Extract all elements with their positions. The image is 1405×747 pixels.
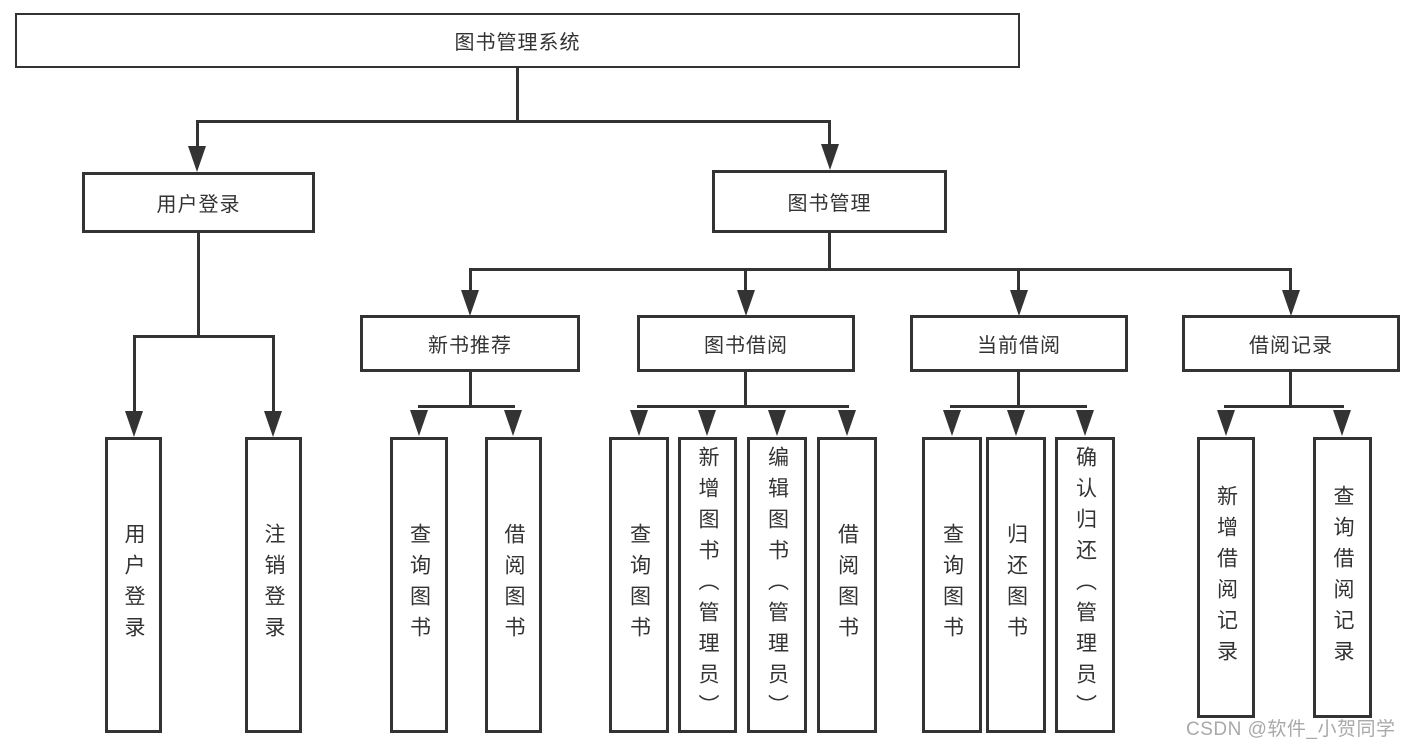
csdn-watermark: CSDN @软件_小贺同学 [1186,719,1396,740]
leaf-label: 归还图书 [1004,523,1028,647]
leaf-label: 确认归还（管理员） [1073,445,1097,725]
arrowhead-down [504,410,522,436]
arrowhead-down [264,411,282,437]
node-book-borrowing: 图书借阅 [637,315,855,372]
connector-vline [469,268,472,293]
arrowhead-down [1007,410,1025,436]
node-library-management-system: 图书管理系统 [15,13,1020,68]
leaf-label: 注销登录 [262,523,285,647]
leaf-records-add-borrow-record: 新增借阅记录 [1197,437,1255,718]
leaf-label: 用户登录 [122,523,145,647]
connector-vline [1289,268,1292,293]
leaf-user-login: 用户登录 [105,437,162,733]
leaf-current-return-books: 归还图书 [986,437,1046,733]
arrowhead-down [943,410,961,436]
node-book-management: 图书管理 [712,170,947,233]
leaf-label: 查询图书 [407,523,431,647]
connector-hline [418,405,515,408]
leaf-newbook-query-books: 查询图书 [390,437,448,733]
leaf-borrowing-edit-books-admin: 编辑图书（管理员） [747,437,807,733]
leaf-logout: 注销登录 [245,437,302,733]
arrowhead-down [1010,290,1028,316]
leaf-label: 新增图书（管理员） [696,445,719,725]
arrowhead-down [125,411,143,437]
node-new-book-recommendation: 新书推荐 [360,315,580,372]
connector-vline [828,233,831,270]
connector-vline [516,68,519,122]
leaf-label: 借阅图书 [502,523,525,647]
node-current-borrowing: 当前借阅 [910,315,1128,372]
connector-hline [1224,405,1344,408]
connector-vline [828,120,831,148]
arrowhead-down [1333,410,1351,436]
leaf-label: 新增借阅记录 [1214,484,1238,671]
leaf-label: 编辑图书（管理员） [765,445,789,725]
leaf-label: 查询借阅记录 [1331,484,1354,671]
connector-hline [950,405,1087,408]
connector-hline [637,405,849,408]
leaf-current-confirm-return-admin: 确认归还（管理员） [1055,437,1115,733]
connector-vline [196,120,199,150]
connector-vline [133,335,136,413]
connector-vline [1017,372,1020,408]
connector-hline [469,268,1292,271]
connector-vline [469,372,472,408]
arrowhead-down [768,410,786,436]
leaf-borrowing-query-books: 查询图书 [609,437,669,733]
connector-vline [1289,372,1292,408]
leaf-label: 借阅图书 [835,523,859,647]
arrowhead-down [821,144,839,170]
leaf-borrowing-borrow-books: 借阅图书 [817,437,877,733]
connector-hline [196,120,831,123]
node-borrowing-records: 借阅记录 [1182,315,1400,372]
connector-hline [133,335,274,338]
leaf-label: 查询图书 [940,523,964,647]
leaf-label: 查询图书 [627,523,651,647]
arrowhead-down [838,410,856,436]
arrowhead-down [461,290,479,316]
leaf-records-query-borrow-record: 查询借阅记录 [1313,437,1372,718]
arrowhead-down [188,146,206,172]
arrowhead-down [410,410,428,436]
connector-vline [272,335,275,413]
leaf-newbook-borrow-books: 借阅图书 [485,437,542,733]
connector-vline [744,268,747,293]
connector-vline [1017,268,1020,293]
arrowhead-down [1076,410,1094,436]
connector-vline [744,372,747,408]
node-user-login: 用户登录 [82,172,315,233]
arrowhead-down [737,290,755,316]
arrowhead-down [630,410,648,436]
arrowhead-down [1217,410,1235,436]
leaf-borrowing-add-books-admin: 新增图书（管理员） [678,437,737,733]
leaf-current-query-books: 查询图书 [922,437,982,733]
arrowhead-down [1282,290,1300,316]
connector-vline [197,233,200,337]
arrowhead-down [698,410,716,436]
